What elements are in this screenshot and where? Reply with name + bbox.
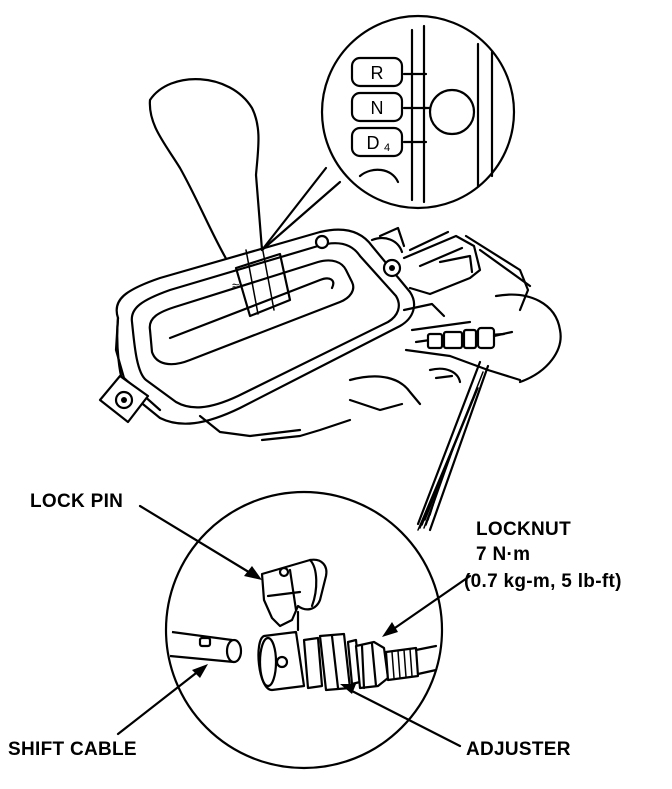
zoom-leader-lines [416, 360, 490, 532]
locknut-part [354, 640, 390, 690]
cable-adjuster-detail [164, 490, 444, 770]
gear-d4-subscript: 4 [384, 142, 390, 154]
shift-lever-handle [148, 78, 264, 264]
gear-r-text: R [371, 63, 384, 83]
shift-cable-label: SHIFT CABLE [8, 739, 137, 760]
gear-indicator-detail: R N D 4 [260, 14, 516, 252]
lock-pin-part [260, 558, 328, 632]
locknut-torque-alt-label: (0.7 kg-m, 5 lb-ft) [464, 571, 622, 592]
threaded-rod [384, 644, 438, 682]
gear-d4-text: D [367, 133, 380, 153]
locknut-torque-label: 7 N·m [476, 544, 530, 565]
adjuster-label: ADJUSTER [466, 739, 571, 760]
callout-labels: LOCK PIN LOCKNUT 7 N·m (0.7 kg-m, 5 lb-f… [8, 491, 622, 760]
adjuster-part [257, 630, 362, 692]
shift-console: ≈ [98, 226, 416, 442]
svg-text:≈: ≈ [232, 278, 239, 293]
gear-box-d4 [350, 126, 404, 158]
callout-arrows [116, 504, 472, 748]
shift-cable-end [169, 630, 243, 664]
shift-mechanism [348, 230, 562, 412]
gear-box-n [350, 91, 404, 123]
gear-box-r [350, 56, 404, 88]
lock-pin-label: LOCK PIN [30, 491, 123, 512]
locknut-label: LOCKNUT [476, 519, 571, 540]
gear-n-text: N [371, 98, 384, 118]
